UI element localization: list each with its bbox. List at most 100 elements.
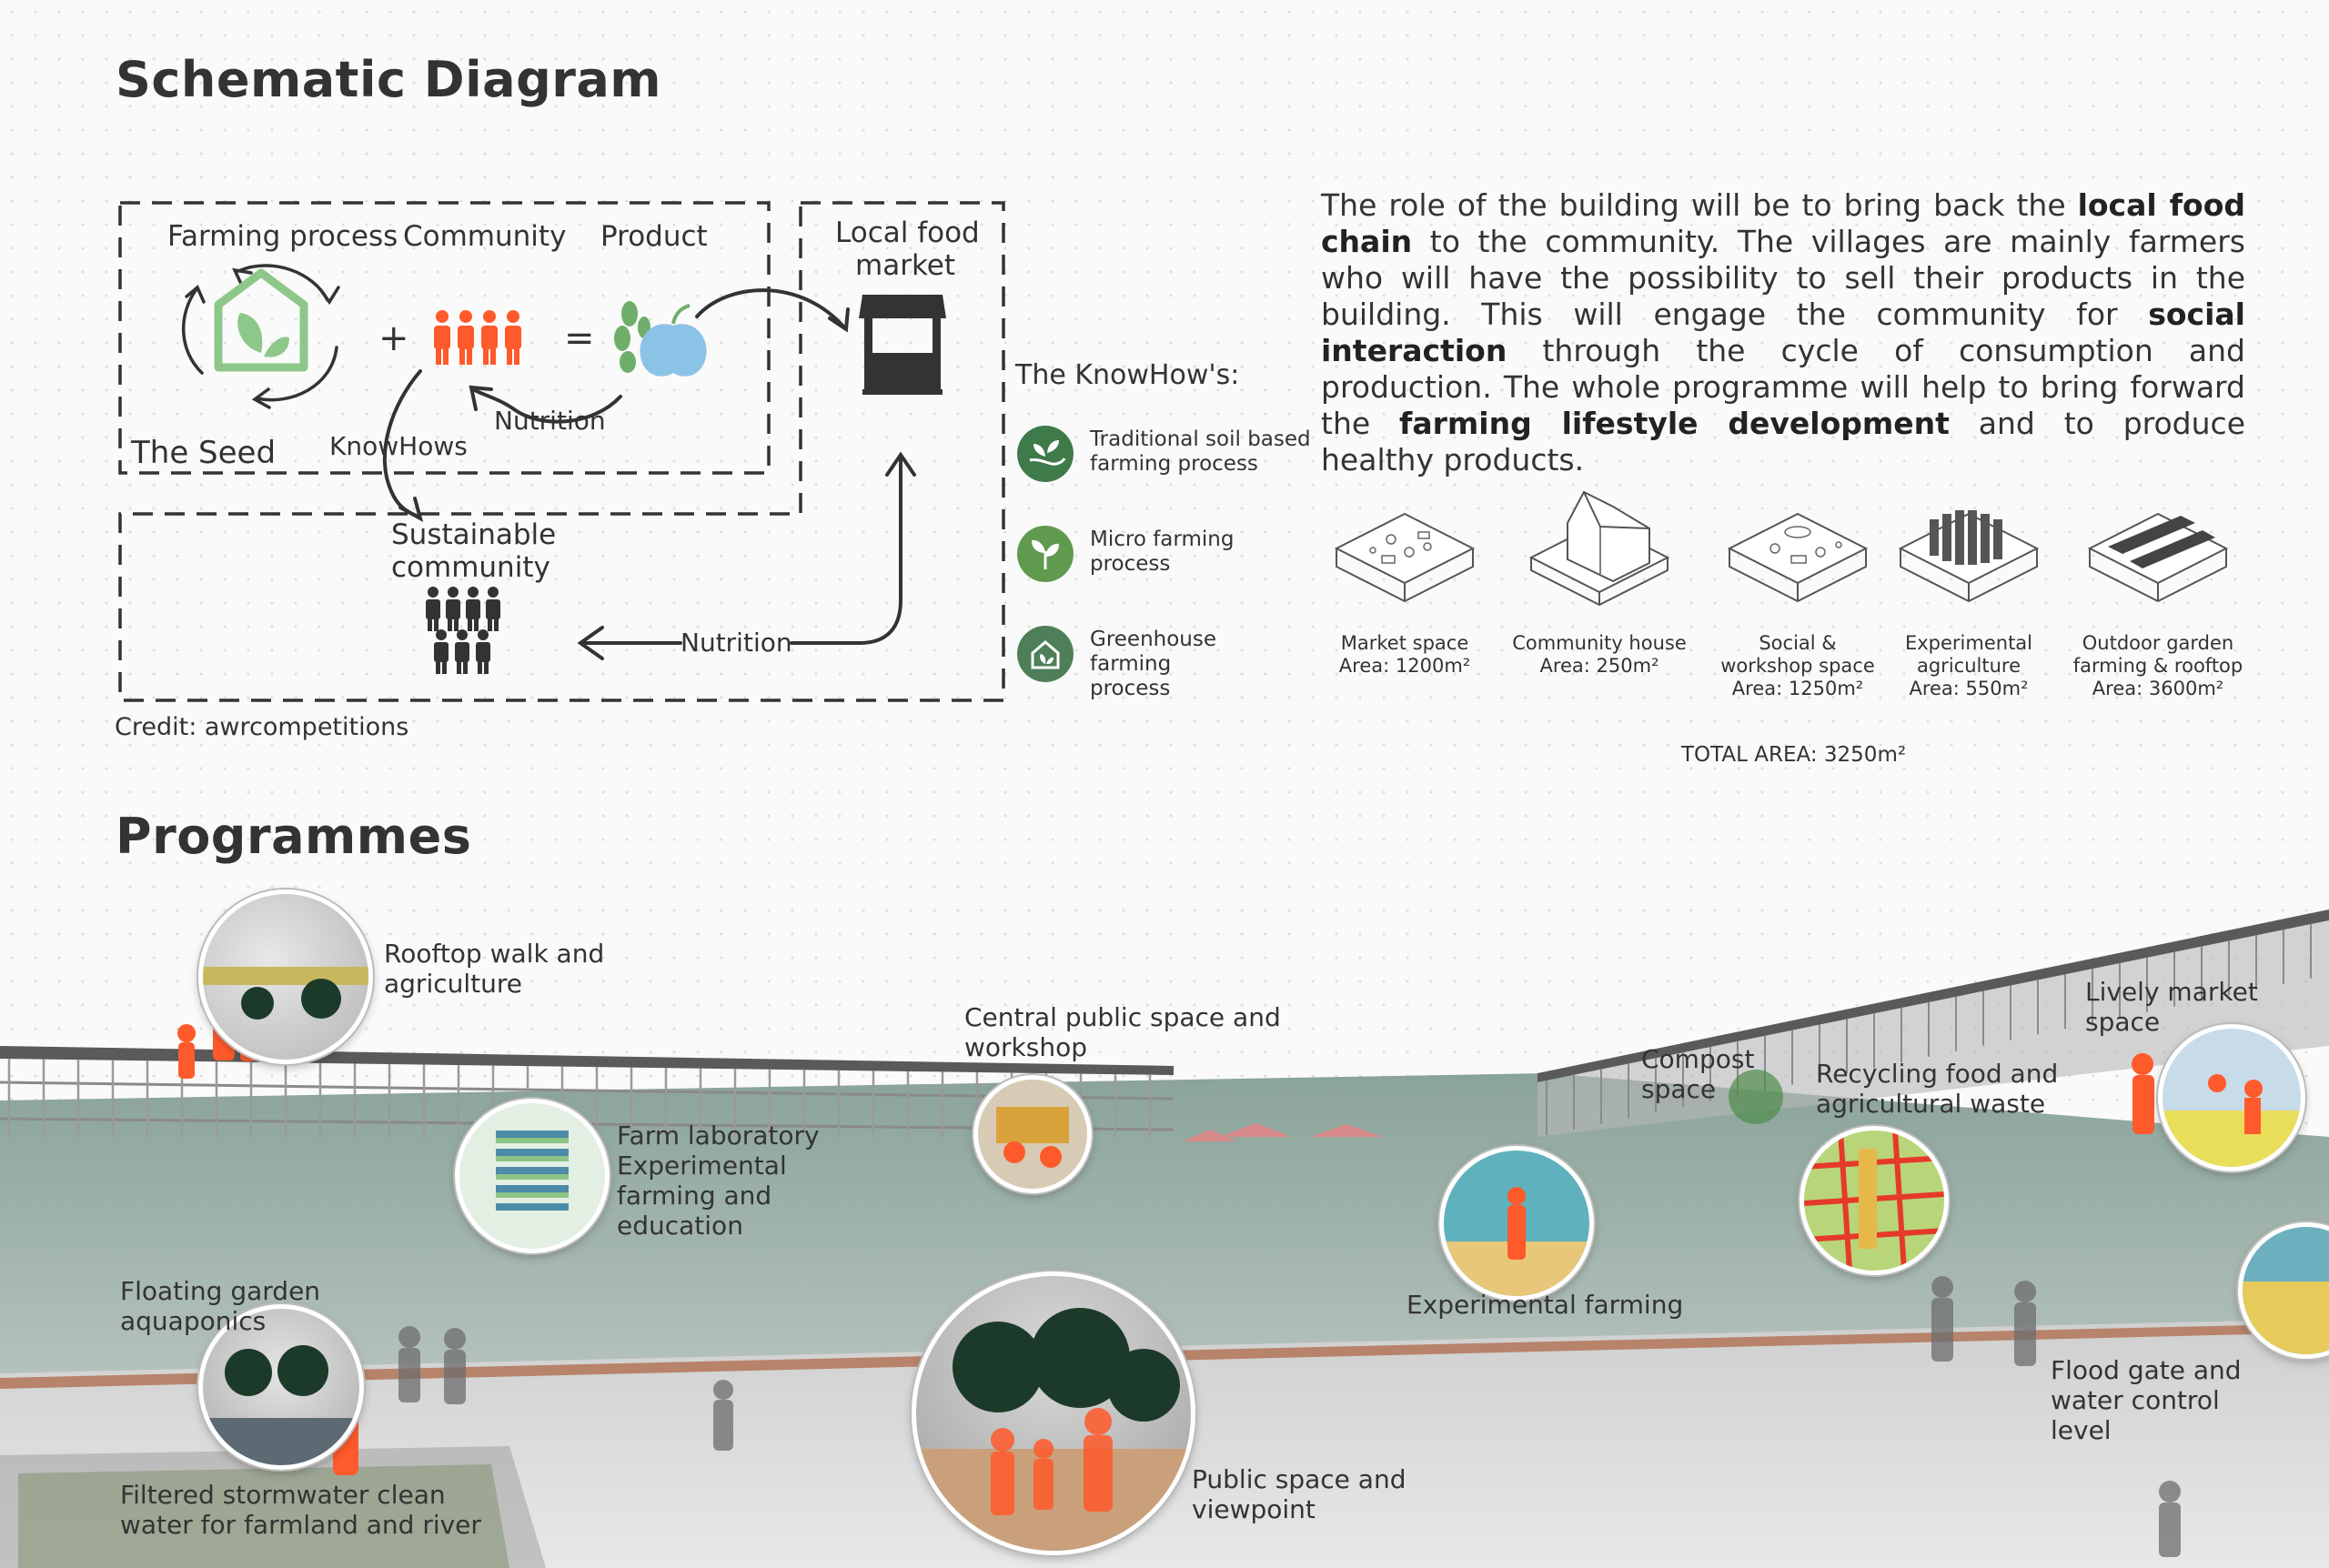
- area-outdoor-garden: Outdoor garden farming & rooftop Area: 3…: [2058, 468, 2258, 700]
- prog-recycling-line-2: agricultural waste: [1816, 1089, 2046, 1119]
- prog-exp-line-1: Experimental farming: [1406, 1290, 1684, 1320]
- area-workshop-name-2: workshop space: [1720, 655, 1875, 677]
- local-food-market-label-2: market: [855, 249, 956, 282]
- cycle-arrows-icon: [181, 264, 340, 409]
- knowhows-label: KnowHows: [329, 431, 468, 461]
- total-area: TOTAL AREA: 3250m²: [1681, 743, 1907, 767]
- programmes-title: Programmes: [116, 808, 472, 865]
- description-bold-segment: local food chain: [1321, 187, 2245, 259]
- prog-floating-line-1: Floating garden: [120, 1276, 321, 1306]
- description-segment: The role of the building will be to brin…: [1321, 187, 2078, 223]
- equals-sign: =: [564, 317, 595, 359]
- programme-description: The role of the building will be to brin…: [1321, 187, 2245, 478]
- prog-viewpoint-line-1: Public space and: [1192, 1464, 1406, 1494]
- prog-experimental-farming: Experimental farming: [1406, 1290, 1683, 1320]
- schematic-diagram: + =: [118, 201, 1005, 702]
- recycling-circle: [1800, 1126, 1949, 1275]
- product-to-market-arrow: [695, 288, 850, 333]
- right-roof: [1538, 910, 2329, 1082]
- prog-central-line-1: Central public space and: [964, 1002, 1281, 1032]
- agriculture-block-icon: [1898, 510, 2040, 603]
- description-segment: and to produce healthy products.: [1321, 406, 2245, 477]
- knowhow-soil-line-1: Traditional soil based: [1090, 427, 1311, 451]
- prog-flood-line-3: level: [2051, 1415, 2112, 1445]
- area-market-space: Market space Area: 1200m²: [1305, 468, 1505, 678]
- description-segment: through the cycle of consumption and pro…: [1321, 333, 2245, 441]
- greenhouse-small-icon: [1017, 626, 1074, 682]
- prog-viewpoint-line-2: viewpoint: [1192, 1494, 1316, 1524]
- area-agriculture-value: Area: 550m²: [1909, 678, 2029, 699]
- rooftop-walk-circle: [198, 890, 373, 1064]
- prog-flood-line-2: water control: [2051, 1385, 2220, 1415]
- area-community-house: Community house Area: 250m²: [1499, 468, 1699, 678]
- house-block-icon: [1528, 490, 1670, 607]
- greenhouse-icon: [214, 268, 308, 372]
- central-public-space-circle: [973, 1075, 1092, 1193]
- schematic-diagram-title: Schematic Diagram: [116, 51, 662, 108]
- prog-stormwater-line-2: water for farmland and river: [120, 1510, 481, 1540]
- prog-stormwater-line-1: Filtered stormwater clean: [120, 1480, 446, 1510]
- community-people-icon: [426, 587, 500, 674]
- prog-central-line-2: workshop: [964, 1032, 1087, 1062]
- right-columns: [1546, 923, 2312, 1135]
- prog-flood-line-1: Flood gate and: [2051, 1355, 2242, 1385]
- lively-market-circle: [2158, 1024, 2305, 1171]
- market-stall-icon: [859, 295, 946, 395]
- area-garden-name-2: farming & rooftop: [2072, 655, 2243, 677]
- area-experimental-agriculture: Experimental agriculture Area: 550m²: [1869, 468, 2069, 700]
- nutrition-upper-label: Nutrition: [494, 406, 606, 436]
- area-workshop-value: Area: 1250m²: [1731, 678, 1864, 699]
- compost-icon: [1729, 1070, 1783, 1124]
- sprout-icon: [1017, 526, 1074, 582]
- market-frame: [118, 201, 1005, 702]
- knowhow-soil-line-2: farming process: [1090, 452, 1258, 476]
- farming-process-label: Farming process: [167, 220, 398, 253]
- prog-compost-line-1: Compost: [1641, 1044, 1755, 1074]
- area-social-workshop: Social & workshop space Area: 1250m²: [1698, 468, 1898, 700]
- floating-garden-circle: [198, 1304, 364, 1470]
- knowhows-title: The KnowHow's:: [1015, 359, 1240, 391]
- prog-rooftop-line-1: Rooftop walk and: [384, 939, 605, 969]
- area-agriculture-name-1: Experimental: [1904, 632, 2033, 654]
- area-house-value: Area: 250m²: [1539, 655, 1659, 677]
- knowhow-greenhouse-line-3: process: [1090, 677, 1171, 700]
- nutrition-arrow-upper: [469, 385, 622, 424]
- local-food-market-label-1: Local food: [835, 216, 980, 249]
- knowhows-arrow: [382, 369, 424, 523]
- left-columns: [7, 1059, 1152, 1137]
- market-umbrellas: [1183, 1123, 1383, 1141]
- area-agriculture-name-2: agriculture: [1917, 655, 2021, 677]
- area-garden-name-1: Outdoor garden: [2082, 632, 2234, 654]
- prog-lab-line-2: Experimental: [617, 1151, 787, 1181]
- area-market-value: Area: 1200m²: [1338, 655, 1471, 677]
- prog-market-line-1: Lively market: [2085, 977, 2258, 1007]
- area-house-name: Community house: [1512, 632, 1687, 654]
- people-icon: [434, 310, 521, 365]
- description-bold-segment: social interaction: [1321, 297, 2245, 368]
- prog-floating-line-2: aquaponics: [120, 1306, 267, 1336]
- soil-hand-icon: [1017, 426, 1074, 482]
- sustainable-community-label-2: community: [391, 551, 550, 584]
- public-space-viewpoint-circle: [912, 1271, 1195, 1555]
- farm-laboratory-circle: [455, 1099, 610, 1253]
- knowhow-micro-line-1: Micro farming: [1090, 528, 1235, 551]
- prog-rooftop-line-2: agriculture: [384, 969, 522, 999]
- description-bold-segment: farming lifestyle development: [1399, 406, 1950, 441]
- produce-icon: [614, 301, 707, 377]
- credit-label: Credit: awrcompetitions: [115, 713, 409, 741]
- nutrition-arrow-lower: [577, 451, 916, 660]
- sustainable-community-label-1: Sustainable: [391, 518, 557, 551]
- knowhow-greenhouse-line-1: Greenhouse: [1090, 628, 1217, 651]
- the-seed-label: The Seed: [131, 435, 277, 471]
- plus-sign: +: [378, 317, 409, 359]
- product-label: Product: [600, 220, 708, 253]
- nutrition-lower-label: Nutrition: [681, 628, 792, 658]
- farming-frame: [118, 201, 771, 475]
